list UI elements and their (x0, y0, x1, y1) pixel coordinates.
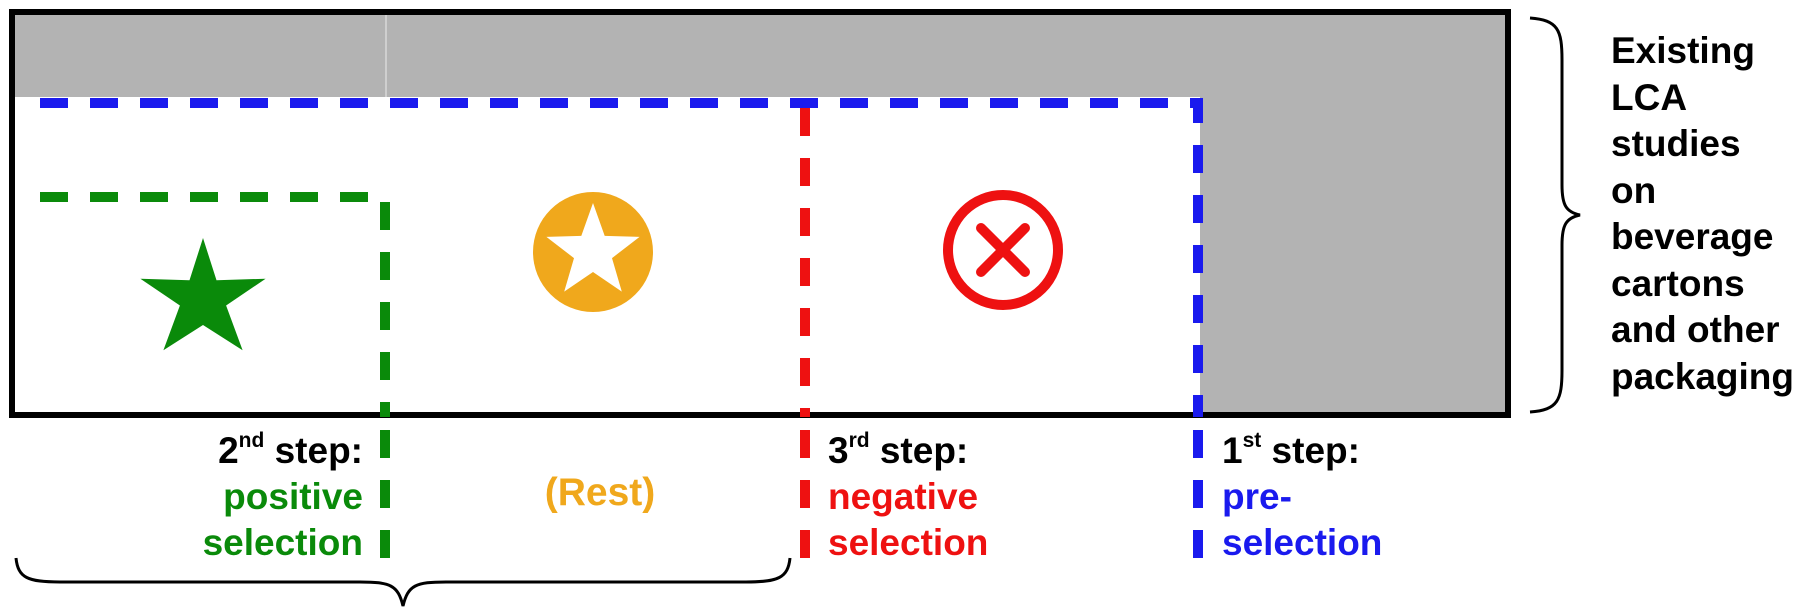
rest-label: (Rest) (544, 471, 656, 514)
second-step-heading: 2nd step: (203, 428, 363, 474)
first-step-ordinal: 1 (1222, 430, 1243, 471)
brace-label-line: and other (1611, 309, 1780, 350)
brace-label-line: cartons (1611, 262, 1745, 304)
first-step-line1: pre- (1222, 476, 1292, 517)
existing-studies-area-top (12, 12, 1508, 97)
second-step-line2: selection (202, 522, 363, 563)
second-step-suffix: nd (238, 429, 265, 452)
green-star-icon (140, 238, 266, 351)
brace-label-line: Existing (1611, 30, 1755, 71)
second-step-label: 2nd step: positive selection (203, 428, 363, 566)
orange-circle-star-icon (533, 192, 653, 312)
first-step-word: step: (1261, 430, 1360, 471)
third-step-ordinal: 3 (828, 430, 849, 471)
third-step-line1: negative (828, 476, 979, 517)
bottom-brace (14, 557, 792, 607)
brace-label-line: on (1611, 169, 1657, 211)
third-step-line2: selection (828, 522, 989, 563)
brace-label-line: LCA (1611, 76, 1688, 118)
first-step-label: 1st step: pre- selection (1222, 428, 1382, 566)
first-step-line2: selection (1222, 522, 1383, 563)
positive-selection-boundary (40, 192, 390, 568)
third-step-label: 3rd step: negative selection (828, 428, 988, 566)
third-step-suffix: rd (848, 429, 870, 452)
second-step-ordinal: 2 (218, 430, 239, 471)
pre-selection-boundary (40, 98, 1203, 568)
existing-lca-studies-label: Existing LCA studies on beverage cartons… (1611, 28, 1794, 400)
third-step-word: step: (869, 430, 969, 471)
second-step-line1: positive (223, 476, 363, 517)
brace-label-line: studies (1611, 123, 1741, 164)
brace-label-line: packaging (1611, 355, 1794, 397)
red-circle-cross-icon (943, 190, 1063, 310)
third-step-heading: 3rd step: (828, 428, 988, 474)
second-step-word: step: (264, 430, 363, 471)
outer-frame (9, 9, 1511, 418)
brace-label-line: beverage (1611, 216, 1774, 257)
right-brace (1529, 16, 1581, 414)
first-step-suffix: st (1242, 429, 1262, 452)
existing-studies-area-right (1200, 97, 1508, 415)
first-step-heading: 1st step: (1222, 428, 1382, 474)
